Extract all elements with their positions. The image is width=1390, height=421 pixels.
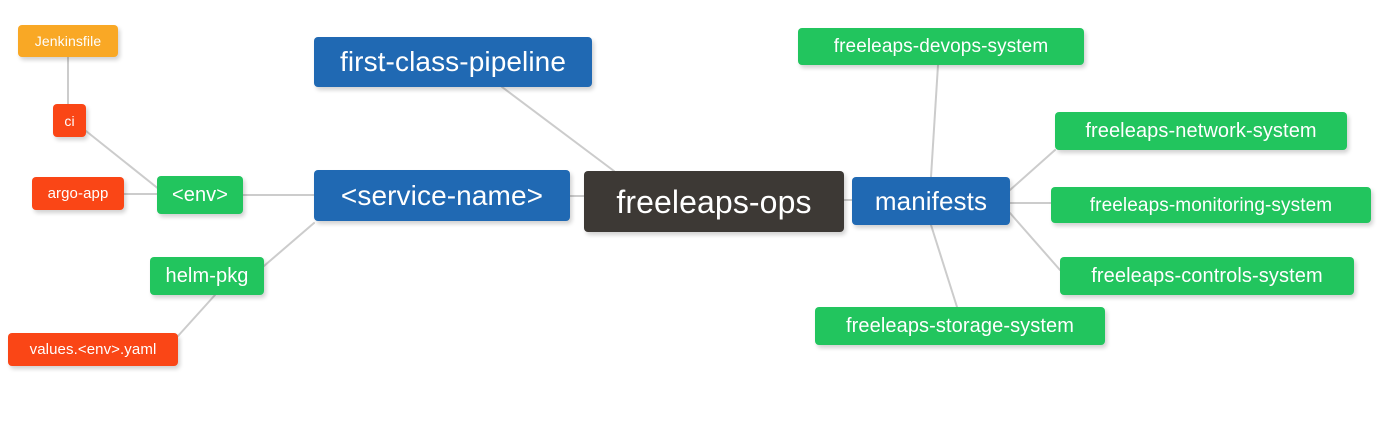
node-env[interactable]: <env> (157, 176, 243, 214)
node-jenkinsfile[interactable]: Jenkinsfile (18, 25, 118, 57)
node-first-class-pipeline[interactable]: first-class-pipeline (314, 37, 592, 87)
node-ci[interactable]: ci (53, 104, 86, 137)
edge-values-helm-pkg (177, 294, 216, 337)
edge-helm-pkg-service-name (263, 222, 315, 267)
node-freeleaps-monitoring-system[interactable]: freeleaps-monitoring-system (1051, 187, 1371, 223)
edge-storage-manifests (930, 224, 958, 308)
node-helm-pkg[interactable]: helm-pkg (150, 257, 264, 295)
node-argo-app[interactable]: argo-app (32, 177, 124, 210)
edge-network-manifests (1009, 149, 1056, 191)
node-freeleaps-storage-system[interactable]: freeleaps-storage-system (815, 307, 1105, 345)
edge-devops-manifests (930, 64, 939, 178)
node-freeleaps-ops[interactable]: freeleaps-ops (584, 171, 844, 232)
node-values-yaml[interactable]: values.<env>.yaml (8, 333, 178, 366)
node-freeleaps-controls-system[interactable]: freeleaps-controls-system (1060, 257, 1354, 295)
node-service-name[interactable]: <service-name> (314, 170, 570, 221)
node-manifests[interactable]: manifests (852, 177, 1010, 225)
edge-pipeline-ops (501, 86, 615, 172)
node-freeleaps-devops-system[interactable]: freeleaps-devops-system (798, 28, 1084, 65)
node-freeleaps-network-system[interactable]: freeleaps-network-system (1055, 112, 1347, 150)
